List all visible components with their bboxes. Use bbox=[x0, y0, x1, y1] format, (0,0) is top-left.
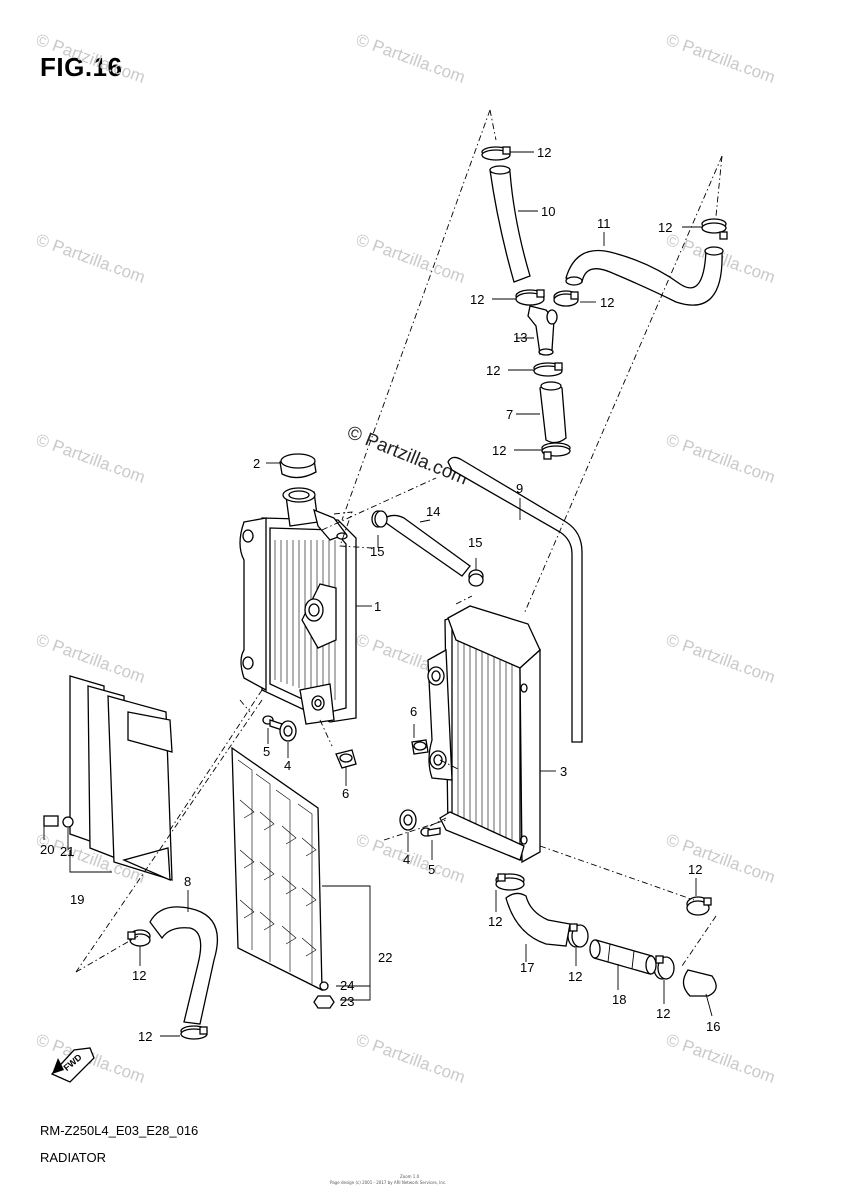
callout-17: 17 bbox=[520, 960, 534, 975]
radiator-cap bbox=[279, 453, 317, 479]
callout-13: 13 bbox=[513, 330, 527, 345]
radiator-left bbox=[239, 487, 357, 725]
callout-21: 21 bbox=[60, 844, 74, 859]
footer-copyright: Page design (c) 2001 - 2017 by ARI Netwo… bbox=[330, 1180, 447, 1185]
callout-19: 19 bbox=[70, 892, 84, 907]
callout-12: 12 bbox=[688, 862, 702, 877]
model-code: RM-Z250L4_E03_E28_016 bbox=[40, 1123, 199, 1138]
breather-hose-9 bbox=[447, 456, 583, 743]
section-name: RADIATOR bbox=[40, 1150, 106, 1165]
callout-20: 20 bbox=[40, 842, 54, 857]
hose-14 bbox=[380, 514, 471, 577]
hose-7 bbox=[539, 383, 567, 444]
bolt-5 bbox=[420, 827, 441, 837]
grommet-4 bbox=[399, 809, 417, 831]
callout-12: 12 bbox=[568, 969, 582, 984]
clamp-12 bbox=[653, 955, 675, 980]
hose-17 bbox=[505, 892, 571, 947]
clamp-12 bbox=[127, 929, 151, 947]
radiator-shroud-19 bbox=[69, 675, 173, 882]
bolt-5 bbox=[262, 715, 283, 731]
callout-10: 10 bbox=[541, 204, 555, 219]
footer-zoom: Zoom 1.0 bbox=[400, 1174, 420, 1179]
callout-15: 15 bbox=[468, 535, 482, 550]
callout-24: 24 bbox=[340, 978, 354, 993]
callout-6: 6 bbox=[342, 786, 349, 801]
callout-12: 12 bbox=[658, 220, 672, 235]
clamp-12 bbox=[541, 442, 571, 460]
clamp-12 bbox=[180, 1025, 208, 1040]
callout-14: 14 bbox=[426, 504, 440, 519]
bolt-6 bbox=[335, 749, 357, 769]
callout-12: 12 bbox=[486, 363, 500, 378]
radiator-right bbox=[427, 605, 541, 864]
callout-9: 9 bbox=[516, 481, 523, 496]
callout-11: 11 bbox=[597, 216, 611, 231]
callout-22: 22 bbox=[378, 950, 392, 965]
radiator-louver-22 bbox=[231, 746, 323, 992]
clamp-12 bbox=[701, 218, 728, 240]
clamp-12 bbox=[533, 362, 563, 377]
callout-8: 8 bbox=[184, 874, 191, 889]
screw-24 bbox=[319, 981, 329, 991]
callout-23: 23 bbox=[340, 994, 354, 1009]
hose-8 bbox=[149, 906, 218, 1025]
bolt-6 bbox=[411, 739, 429, 755]
callout-12: 12 bbox=[138, 1029, 152, 1044]
clamp-15 bbox=[468, 569, 484, 587]
clamp-12 bbox=[515, 289, 545, 306]
reference-lines bbox=[75, 109, 723, 973]
clamp-15 bbox=[371, 510, 388, 528]
callout-12: 12 bbox=[492, 443, 506, 458]
callout-12: 12 bbox=[132, 968, 146, 983]
screw-21 bbox=[62, 816, 74, 828]
hose-10-end bbox=[489, 165, 511, 175]
callout-12: 12 bbox=[600, 295, 614, 310]
fwd-arrow-icon: FWD bbox=[50, 1047, 95, 1083]
pipe-18 bbox=[589, 939, 657, 975]
callout-4: 4 bbox=[403, 852, 410, 867]
grommet-4 bbox=[279, 720, 297, 742]
callout-6: 6 bbox=[410, 704, 417, 719]
leader-lines bbox=[43, 151, 713, 1037]
figure-title: FIG.16 bbox=[40, 52, 123, 82]
callout-12: 12 bbox=[470, 292, 484, 307]
radiator-right-fins bbox=[457, 640, 513, 844]
clamps bbox=[127, 146, 728, 1040]
callout-15: 15 bbox=[370, 544, 384, 559]
callout-7: 7 bbox=[506, 407, 513, 422]
clamp-12 bbox=[495, 873, 525, 891]
clamp-12 bbox=[481, 146, 511, 161]
callout-5: 5 bbox=[428, 862, 435, 877]
clamp-12 bbox=[567, 923, 589, 948]
nut-20 bbox=[43, 815, 59, 827]
callout-5: 5 bbox=[263, 744, 270, 759]
clamp-12 bbox=[686, 896, 712, 916]
callout-16: 16 bbox=[706, 1019, 720, 1034]
callout-12: 12 bbox=[537, 145, 551, 160]
callout-1: 1 bbox=[374, 599, 381, 614]
hose-10 bbox=[489, 167, 531, 283]
callouts: 1 2 3 4 4 5 5 6 6 7 8 9 10 11 12 12 12 1… bbox=[40, 145, 720, 1044]
callout-12: 12 bbox=[488, 914, 502, 929]
nut-23 bbox=[313, 995, 335, 1009]
callout-2: 2 bbox=[253, 456, 260, 471]
callout-4: 4 bbox=[284, 758, 291, 773]
hose-11 bbox=[565, 249, 723, 306]
clamp-12 bbox=[553, 290, 579, 307]
hose-16 bbox=[682, 969, 717, 997]
callout-3: 3 bbox=[560, 764, 567, 779]
callout-18: 18 bbox=[612, 992, 626, 1007]
callout-12: 12 bbox=[656, 1006, 670, 1021]
